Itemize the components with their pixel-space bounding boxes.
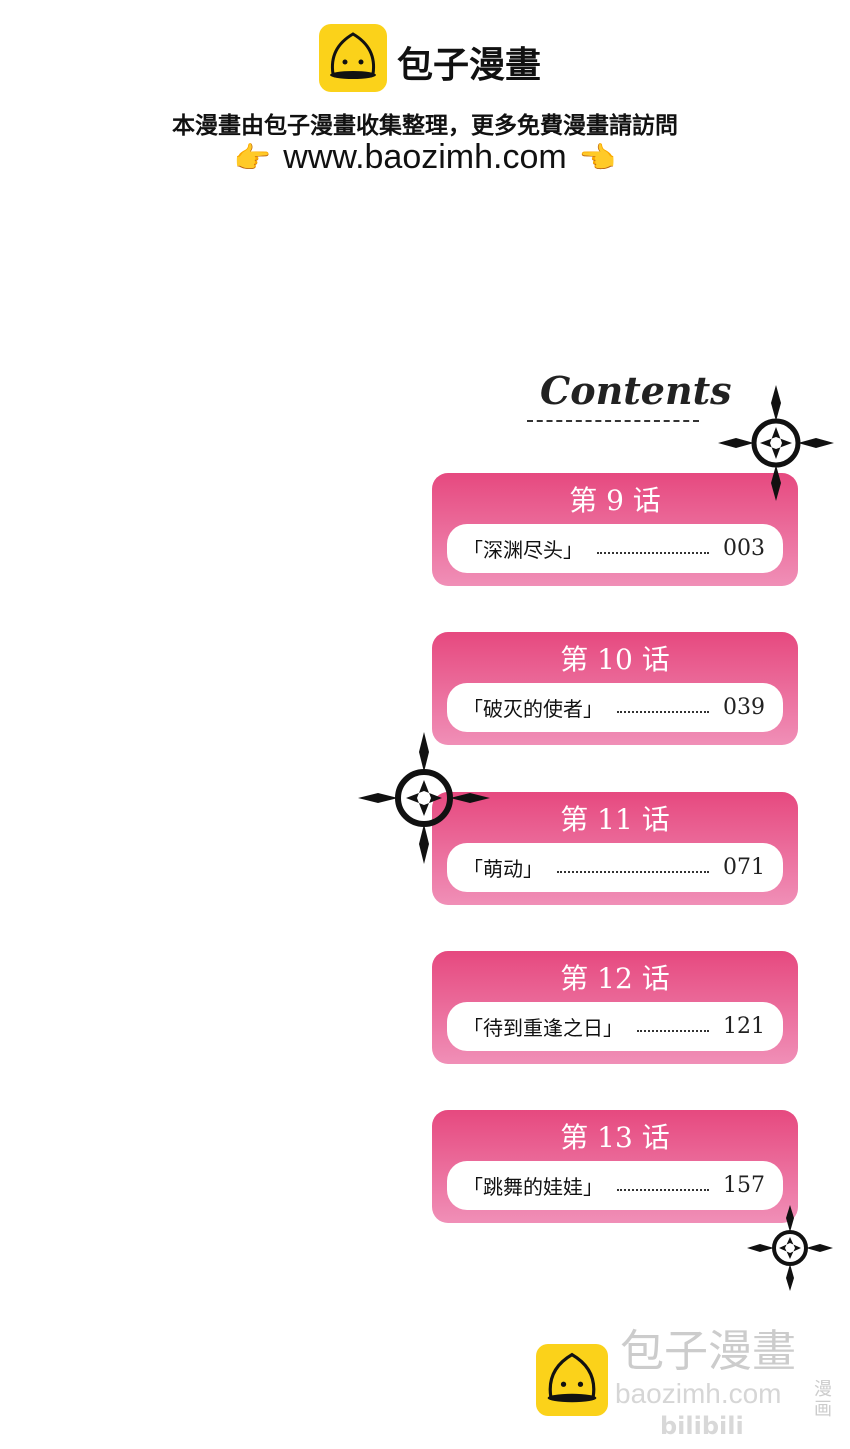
- chapter-title: 「萌动」: [463, 857, 543, 881]
- contents-title: Contents: [540, 368, 732, 413]
- site-url-row: 👉 www.baozimh.com 👈: [0, 138, 850, 177]
- page-number: 071: [723, 855, 765, 880]
- page-number: 157: [723, 1173, 765, 1198]
- leader-dots: [617, 710, 709, 713]
- bilibili-watermark: bilibili: [660, 1412, 744, 1440]
- pointing-right-icon: 👉: [233, 142, 272, 175]
- site-notice: 本漫畫由包子漫畫收集整理，更多免費漫畫請訪問: [172, 113, 678, 139]
- brand-name: 包子漫畫: [397, 45, 542, 86]
- toc-entry[interactable]: 第 10 话「破灭的使者」 039: [432, 632, 798, 745]
- toc-entry[interactable]: 第 9 话「深渊尽头」 003: [432, 473, 798, 586]
- chapter-title: 「待到重逢之日」: [463, 1016, 623, 1040]
- ornament-icon: [718, 385, 834, 501]
- page-number: 003: [723, 536, 765, 561]
- leader-dots: [557, 870, 709, 873]
- chapter-title: 「跳舞的娃娃」: [463, 1175, 603, 1199]
- baozi-logo-icon: [319, 24, 387, 92]
- watermark-logo-icon: [536, 1344, 608, 1416]
- chapter-title: 「破灭的使者」: [463, 697, 603, 721]
- chapter-label: 第 9 话: [569, 484, 661, 517]
- chapter-label: 第 13 话: [560, 1121, 670, 1154]
- ornament-icon: [358, 732, 490, 864]
- toc-entry[interactable]: 第 13 话「跳舞的娃娃」 157: [432, 1110, 798, 1223]
- toc-entry[interactable]: 第 12 话「待到重逢之日」 121: [432, 951, 798, 1064]
- chapter-label: 第 11 话: [560, 803, 670, 836]
- site-url-link[interactable]: www.baozimh.com: [283, 138, 567, 176]
- toc-entry[interactable]: 第 11 话「萌动」 071: [432, 792, 798, 905]
- pointing-left-icon: 👈: [578, 142, 617, 175]
- page-number: 121: [723, 1014, 765, 1039]
- bilibili-manga-label: 漫画: [814, 1379, 832, 1420]
- page-number: 039: [723, 695, 765, 720]
- watermark-brand: 包子漫畫: [620, 1326, 796, 1377]
- leader-dots: [597, 551, 709, 554]
- contents-underline: [527, 420, 699, 422]
- chapter-label: 第 12 话: [560, 962, 670, 995]
- chapter-label: 第 10 话: [560, 643, 670, 676]
- ornament-icon: [747, 1205, 833, 1291]
- chapter-title: 「深渊尽头」: [463, 538, 583, 562]
- leader-dots: [617, 1188, 709, 1191]
- watermark-url: baozimh.com: [615, 1378, 782, 1409]
- leader-dots: [637, 1029, 709, 1032]
